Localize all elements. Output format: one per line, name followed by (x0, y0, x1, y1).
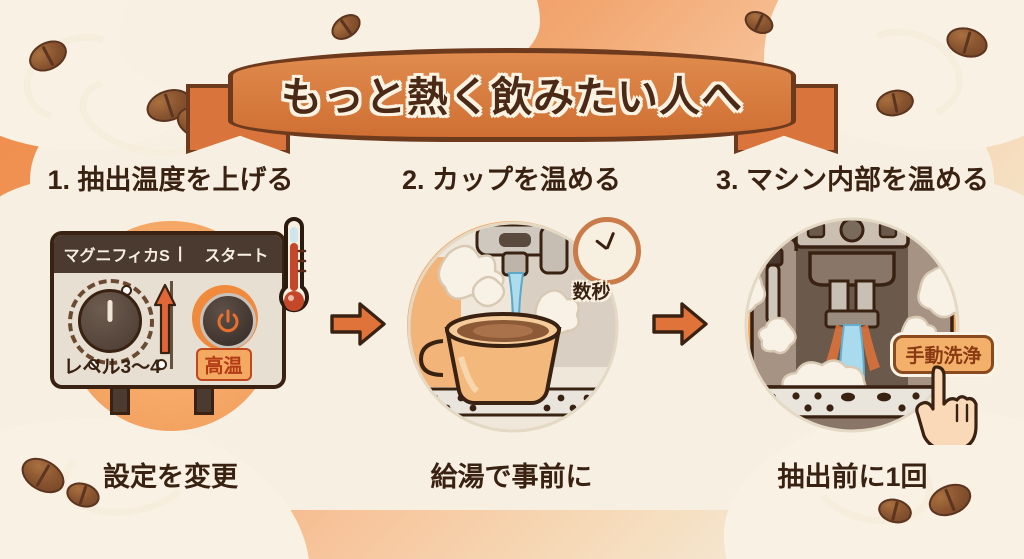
duration-label: 数秒 (572, 282, 611, 303)
machine-brand-label: マグニフィカS (63, 248, 170, 265)
control-panel[interactable]: マグニフィカS | スタート (49, 231, 286, 389)
dial-tick-right (155, 359, 167, 370)
temperature-dial[interactable] (77, 289, 142, 353)
control-panel-header: マグニフィカS | スタート (53, 235, 282, 273)
step-1-illustration: マグニフィカS | スタート (36, 211, 309, 441)
thermometer-icon (278, 216, 309, 313)
step-2-illustration: 数秒 (377, 211, 647, 441)
manual-flush-button[interactable]: 手動洗浄 (893, 335, 994, 374)
step-3-title: 3. マシン内部を温める (715, 165, 990, 195)
power-icon (217, 309, 238, 333)
high-temp-badge: 高温 (195, 348, 252, 381)
title-banner: もっと熱く飲みたい人へ (0, 22, 1024, 154)
step-3-illustration: 手動洗浄 (718, 211, 994, 445)
clock-hand-hour (594, 239, 608, 251)
dial-tick-left (87, 359, 99, 370)
step-2-caption: 給湯で事前に (430, 462, 593, 492)
power-button[interactable] (199, 293, 256, 349)
start-label[interactable]: スタート (204, 248, 269, 265)
dial-ring (67, 279, 167, 370)
banner-title: もっと熱く飲みたい人へ (281, 74, 743, 120)
panel-divider-line (169, 281, 173, 369)
step-arrow-2 (652, 302, 708, 346)
step-2-title: 2. カップを温める (401, 165, 622, 195)
up-arrow-icon (153, 283, 176, 355)
dial-level-label: レベル3〜4 (63, 357, 161, 378)
step-arrow-1 (330, 302, 386, 346)
step-3-caption: 抽出前に1回 (777, 462, 928, 492)
step-column-2: 2. カップを温める (341, 152, 682, 532)
pointing-hand-icon (914, 365, 978, 445)
ribbon-body: もっと熱く飲みたい人へ (228, 48, 796, 142)
header-divider: | (177, 245, 183, 262)
control-panel-body: レベル3〜4 高温 (54, 273, 282, 381)
espresso-machine-scene (744, 217, 959, 433)
step-column-1: 1. 抽出温度を上げる マグニフィカS | スタート (0, 152, 341, 532)
clock-icon (572, 217, 641, 285)
steps-row: 1. 抽出温度を上げる マグニフィカS | スタート (0, 152, 1024, 532)
step-1-caption: 設定を変更 (103, 462, 238, 492)
step-column-3: 3. マシン内部を温める (682, 152, 1023, 532)
step-1-title: 1. 抽出温度を上げる (47, 165, 294, 195)
